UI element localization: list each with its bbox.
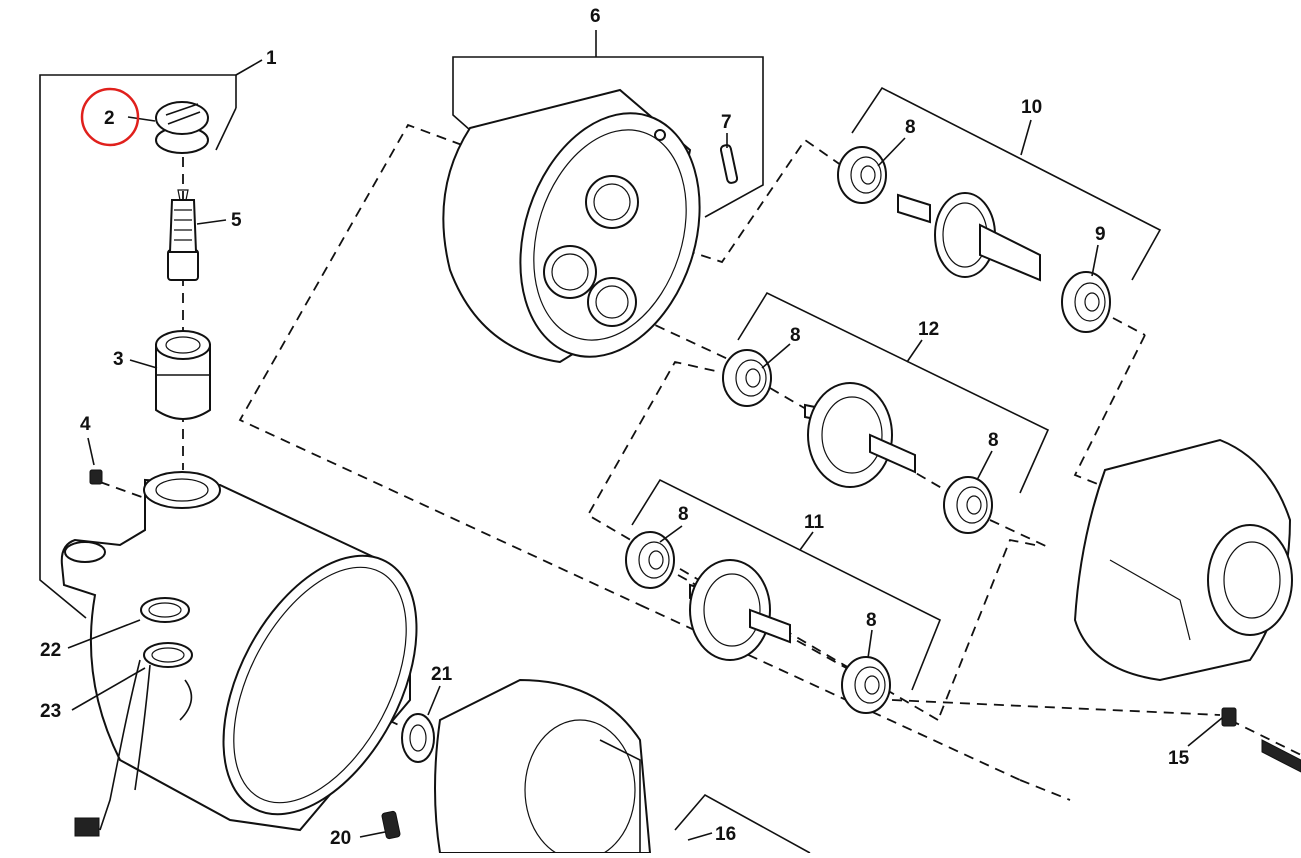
bracket-6 <box>452 30 764 218</box>
callout-8-a: 8 <box>905 117 916 138</box>
leader-lines <box>67 116 1223 841</box>
bearing-8a <box>837 146 887 204</box>
callout-11: 11 <box>804 512 825 533</box>
part-sleeve <box>155 330 211 420</box>
callout-labels: 1 2 3 4 5 6 7 8 8 8 8 8 9 10 11 12 15 16… <box>40 6 1190 849</box>
callout-8-d: 8 <box>678 504 689 525</box>
part-field-assembly <box>434 678 652 858</box>
callout-8-e: 8 <box>866 610 877 631</box>
callout-10: 10 <box>1021 97 1042 118</box>
part-15-screw <box>1221 707 1301 773</box>
part-pin <box>719 144 739 184</box>
callout-16: 16 <box>715 824 736 845</box>
part-housing <box>60 471 418 837</box>
bearing-8d <box>625 531 675 589</box>
part-20-screw <box>381 810 401 840</box>
callout-12: 12 <box>918 319 939 340</box>
highlight-circle <box>80 87 140 147</box>
callout-2: 2 <box>104 108 115 129</box>
callout-15: 15 <box>1168 748 1190 769</box>
callout-22: 22 <box>40 640 61 661</box>
bearing-9 <box>1061 271 1111 333</box>
part-cap <box>155 101 209 154</box>
callout-7: 7 <box>721 112 732 133</box>
gear-shaft-10 <box>897 192 1041 282</box>
callout-8-c: 8 <box>988 430 999 451</box>
part-ring-gear <box>442 88 701 364</box>
bracket-1 <box>39 59 263 619</box>
callout-8-b: 8 <box>790 325 801 346</box>
gear-shaft-12 <box>804 382 916 488</box>
part-21-ring <box>401 713 435 763</box>
bracket-10 <box>851 86 1162 281</box>
callout-5: 5 <box>231 210 242 231</box>
gear-shaft-11 <box>689 559 791 661</box>
part-brush <box>167 189 199 281</box>
callout-23: 23 <box>40 701 61 722</box>
part-set-screw <box>89 469 103 485</box>
bearing-8c <box>943 476 993 534</box>
callout-4: 4 <box>80 414 91 435</box>
callout-9: 9 <box>1095 224 1106 245</box>
callout-21: 21 <box>431 664 453 685</box>
callout-20: 20 <box>330 828 351 849</box>
bearing-8b <box>722 349 772 407</box>
part-gear-case <box>1073 438 1293 682</box>
bracket-12 <box>737 291 1050 494</box>
callout-3: 3 <box>113 349 124 370</box>
callout-6: 6 <box>590 6 601 27</box>
bracket-16 <box>674 793 811 854</box>
callout-1: 1 <box>266 48 277 69</box>
bearing-8e <box>841 656 891 714</box>
bracket-11 <box>631 478 942 691</box>
